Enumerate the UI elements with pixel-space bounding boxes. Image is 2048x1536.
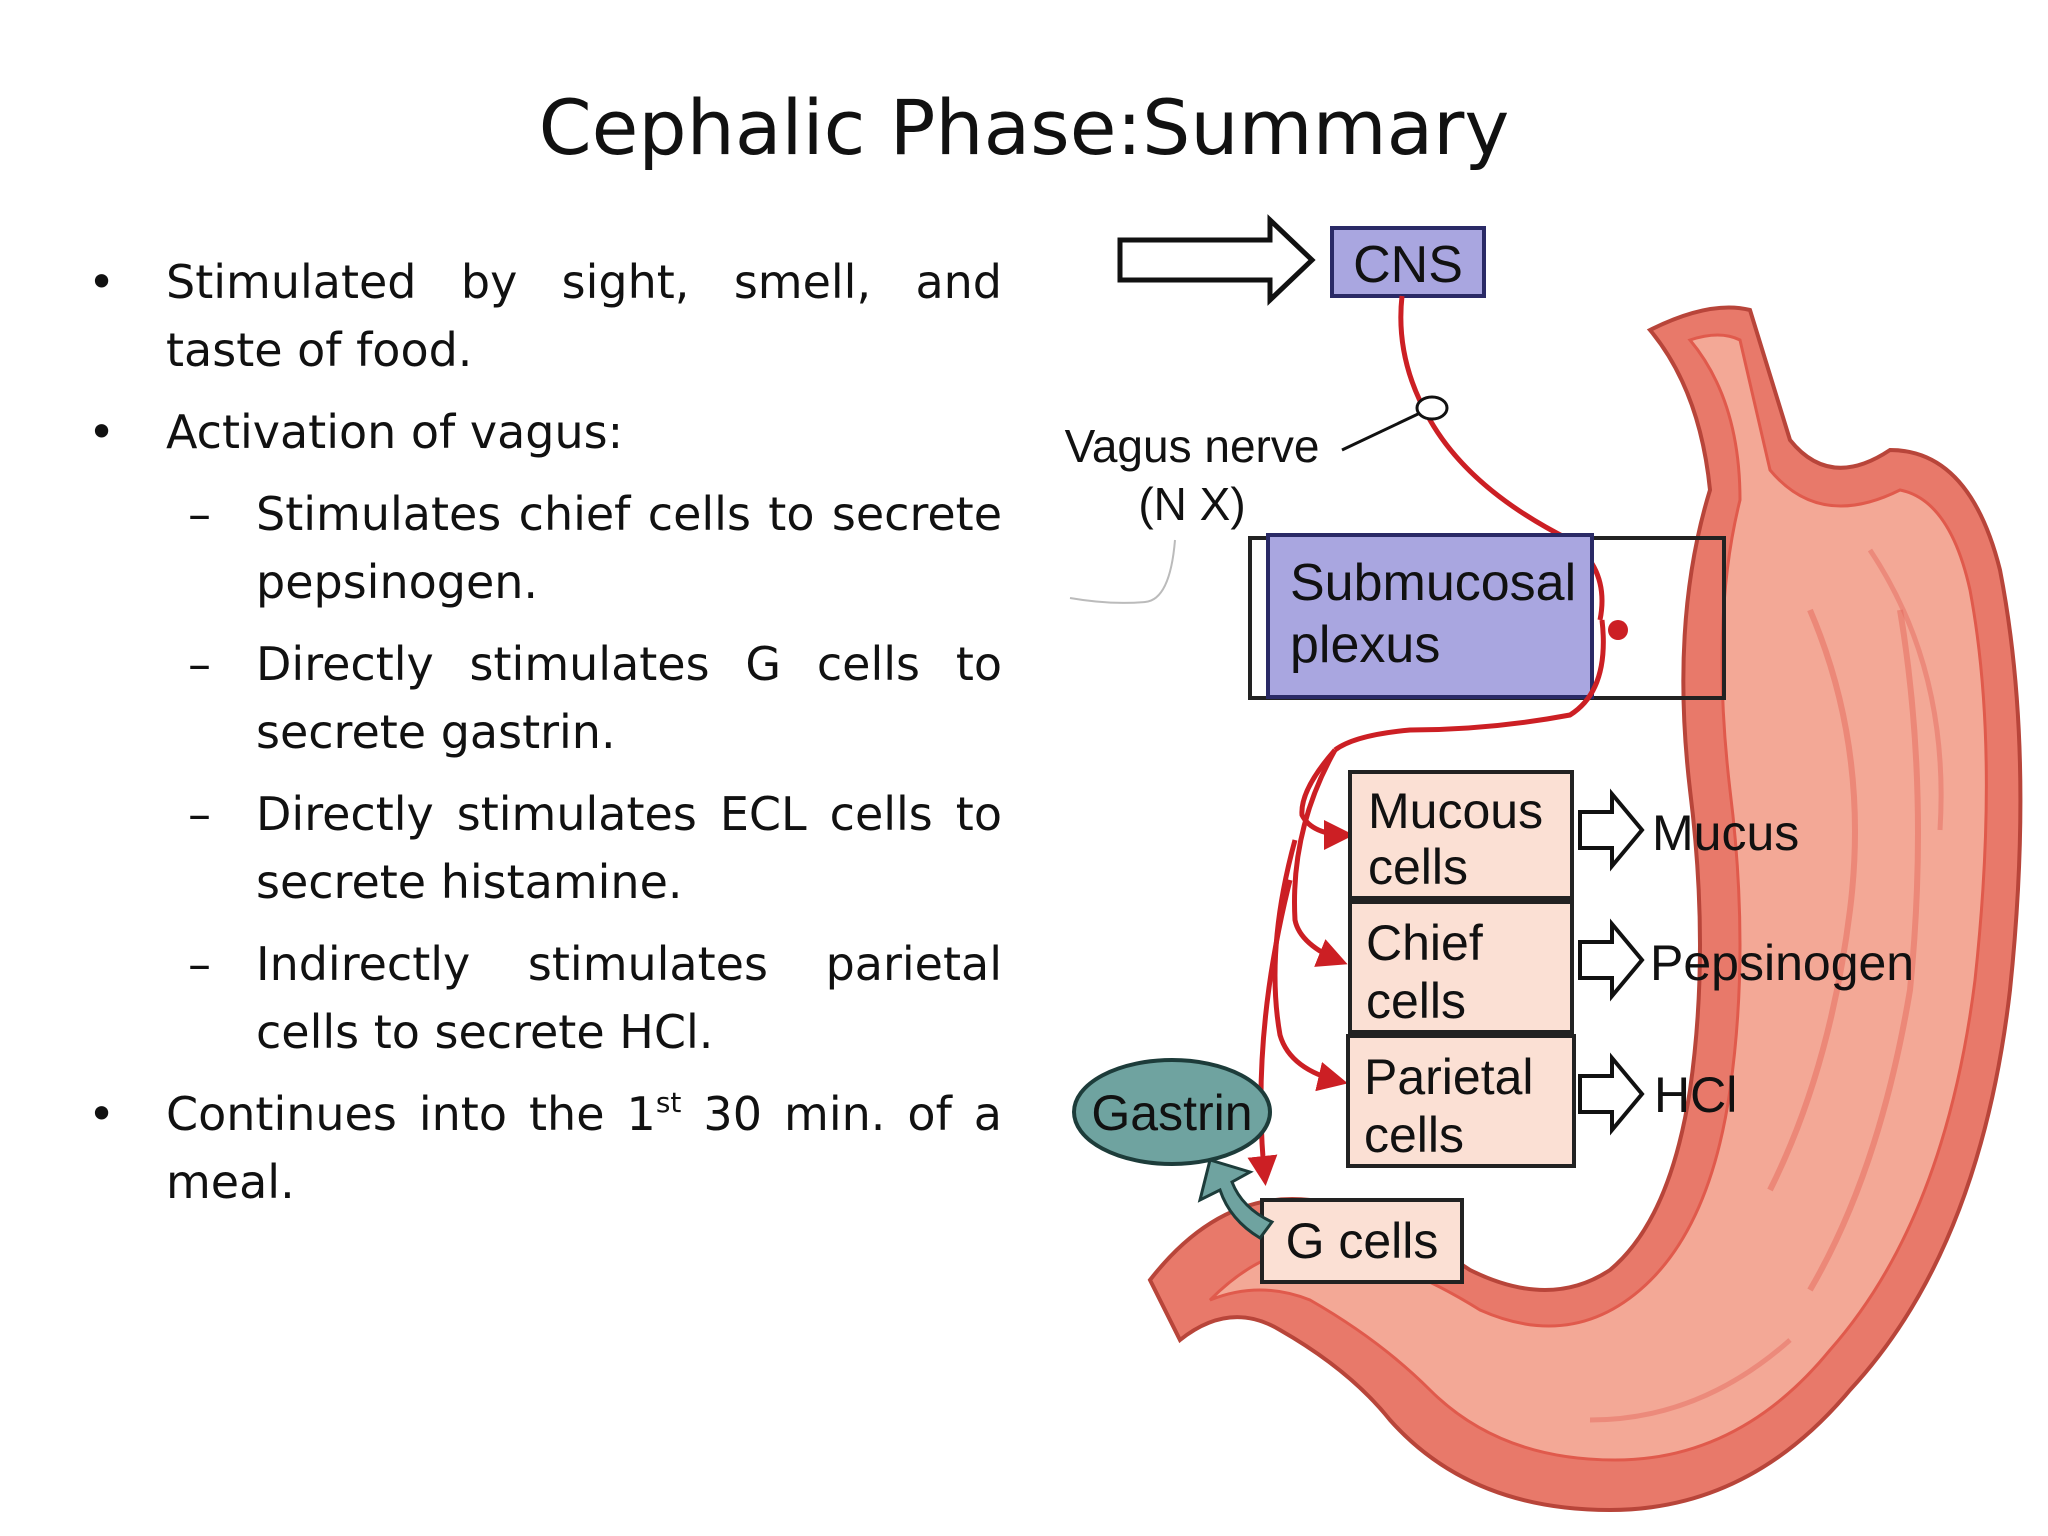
bullet-mark: • xyxy=(88,1087,116,1141)
bullet-text: Stimulated by sight, smell, and taste of… xyxy=(166,255,1002,377)
bullet-item: • Continues into the 1st 30 min. of a me… xyxy=(80,1080,1002,1216)
gastrin-label: Gastrin xyxy=(1091,1085,1252,1141)
bullet-item: • Stimulated by sight, smell, and taste … xyxy=(80,248,1002,384)
vagus-nerve-label-2: (N X) xyxy=(1138,478,1245,530)
gastrin-release-arrow-icon xyxy=(1197,1158,1275,1240)
output-arrow-icon xyxy=(1578,918,1645,1002)
bullet-list: • Stimulated by sight, smell, and taste … xyxy=(80,248,1002,1230)
output-mucus-label: Mucus xyxy=(1652,805,1799,861)
bullet-item: • Activation of vagus: xyxy=(80,398,1002,466)
sub-bullet-text: Indirectly stimulates parietal cells to … xyxy=(256,937,1002,1059)
input-arrow-icon xyxy=(1117,214,1316,306)
vagus-nerve-label-1: Vagus nerve xyxy=(1065,420,1320,472)
plexus-label-1: Submucosal xyxy=(1290,554,1576,612)
vagus-trail-line xyxy=(1069,539,1176,604)
output-arrow-icon xyxy=(1578,788,1645,872)
output-arrow-icon xyxy=(1578,1052,1645,1136)
parietal-cells-box xyxy=(1346,1034,1576,1168)
cephalic-phase-diagram: CNS Vagus nerve (N X) Submucosal plexus … xyxy=(1065,214,2023,1513)
nerve-to-chief xyxy=(1292,748,1348,967)
chief-cells-label-2: cells xyxy=(1366,973,1466,1029)
parietal-cells-label-2: cells xyxy=(1364,1107,1464,1163)
stomach-fold xyxy=(1589,1338,1792,1423)
cns-box xyxy=(1330,226,1486,298)
stomach-fold xyxy=(1767,608,1858,1192)
vagus-nerve-section-icon xyxy=(1415,395,1449,421)
bullet-mark: • xyxy=(88,405,116,459)
sub-bullet-item: – Directly stimulates ECL cells to secre… xyxy=(80,780,1002,916)
bullet-text: Activation of vagus: xyxy=(166,405,624,459)
chief-cells-box xyxy=(1348,900,1574,1034)
mucous-cells-box xyxy=(1348,770,1574,900)
nerve-to-gcells xyxy=(1247,879,1293,1186)
bullet-mark: • xyxy=(88,255,116,309)
cns-label: CNS xyxy=(1353,236,1463,294)
bullet-text-post: 30 min. of a meal. xyxy=(166,1087,1002,1209)
sub-bullet-item: – Stimulates chief cells to secrete peps… xyxy=(80,480,1002,616)
nerve-to-parietal xyxy=(1272,839,1348,1092)
plexus-label-2: plexus xyxy=(1290,616,1440,674)
dash-mark: – xyxy=(188,487,211,541)
stomach-illustration xyxy=(1147,305,2023,1513)
nerve-to-plexus xyxy=(1333,619,1606,753)
sub-bullet-text: Stimulates chief cells to secrete pepsin… xyxy=(256,487,1002,609)
bullet-text-pre: Continues into the 1 xyxy=(166,1087,656,1141)
superscript-st: st xyxy=(655,1086,682,1119)
plexus-node xyxy=(1608,620,1628,640)
slide-title: Cephalic Phase:Summary xyxy=(538,83,1510,172)
vagus-leader-line xyxy=(1341,412,1419,452)
g-cells-box xyxy=(1260,1198,1464,1284)
sub-bullet-text: Directly stimulates G cells to secrete g… xyxy=(256,637,1002,759)
gastrin-oval xyxy=(1072,1058,1272,1166)
chief-cells-label-1: Chief xyxy=(1366,915,1483,971)
stomach-fold xyxy=(1867,548,1944,831)
dash-mark: – xyxy=(188,787,211,841)
stomach-fold xyxy=(1807,609,1921,1292)
mucous-cells-label-1: Mucous xyxy=(1368,783,1543,839)
mucous-cells-label-2: cells xyxy=(1368,839,1468,895)
dash-mark: – xyxy=(188,637,211,691)
sub-bullet-text: Directly stimulates ECL cells to secrete… xyxy=(256,787,1002,909)
g-cells-label: G cells xyxy=(1286,1213,1439,1269)
dash-mark: – xyxy=(188,937,211,991)
output-hcl-label: HCl xyxy=(1654,1067,1737,1123)
plexus-box xyxy=(1266,533,1594,699)
output-pepsinogen-label: Pepsinogen xyxy=(1650,935,1914,991)
parietal-cells-label-1: Parietal xyxy=(1364,1049,1534,1105)
stomach-inner xyxy=(1208,333,1988,1462)
sub-bullet-item: – Indirectly stimulates parietal cells t… xyxy=(80,930,1002,1066)
sub-bullet-item: – Directly stimulates G cells to secrete… xyxy=(80,630,1002,766)
nerve-to-mucous xyxy=(1299,748,1354,850)
